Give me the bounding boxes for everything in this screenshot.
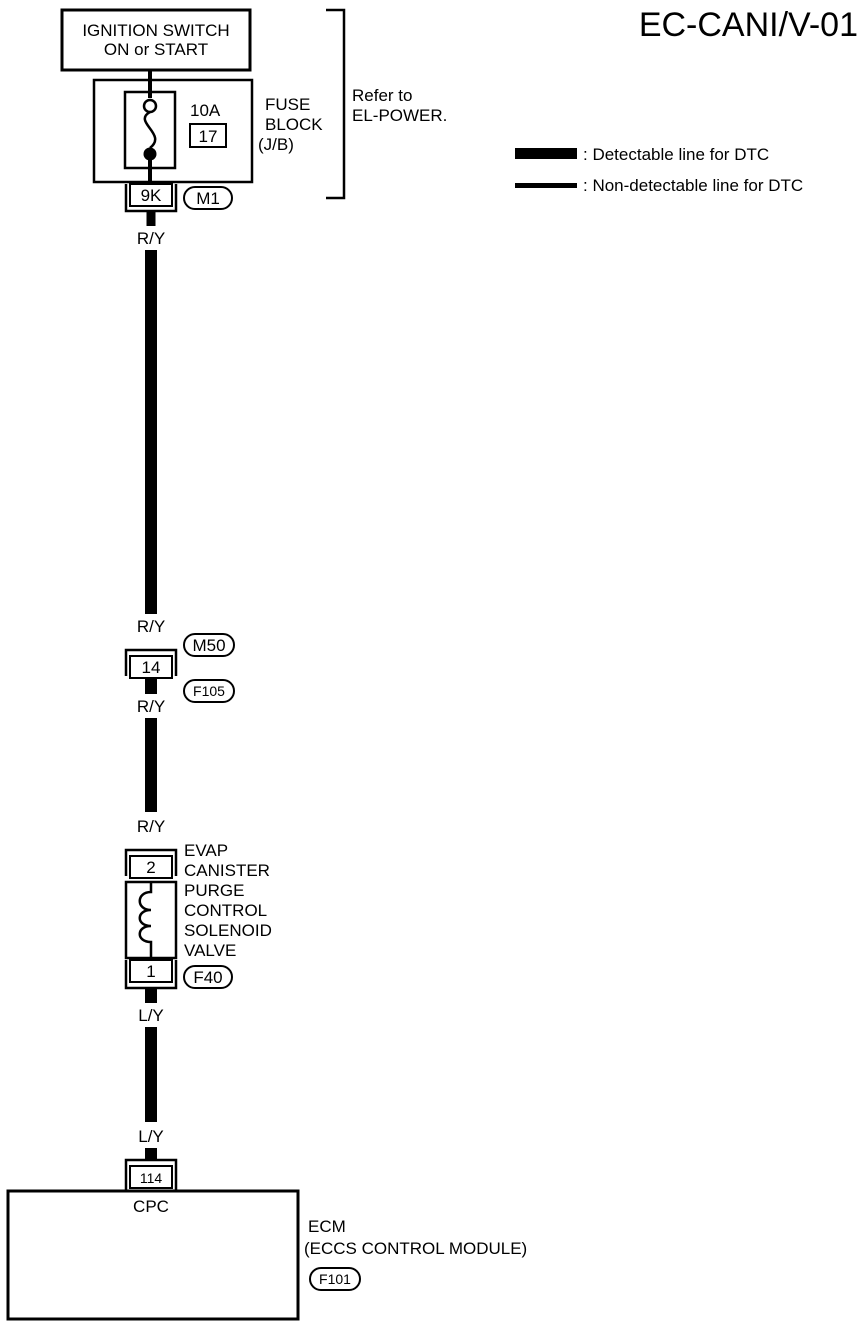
- wire-color-label-6: L/Y: [138, 1127, 164, 1146]
- fuse-block-line1: FUSE: [265, 95, 310, 114]
- wire-color-label-2: R/Y: [137, 617, 165, 636]
- ecm-pin-label: CPC: [133, 1197, 169, 1216]
- wire-color-label-4: R/Y: [137, 817, 165, 836]
- valve-name-line1: EVAP: [184, 841, 228, 860]
- wire-color-label-5: L/Y: [138, 1006, 164, 1025]
- valve-name-line2: CANISTER: [184, 861, 270, 880]
- ignition-switch-line2: ON or START: [104, 40, 208, 59]
- valve-name-line3: PURGE: [184, 881, 244, 900]
- valve-terminal-bottom: 1: [146, 962, 155, 981]
- connector-tag-m50: M50: [192, 636, 225, 655]
- fuse-element-icon: [143, 110, 157, 149]
- fuse-terminal-connector: 9K: [124, 183, 178, 213]
- valve-name-line6: VALVE: [184, 941, 236, 960]
- fuse-number: 17: [199, 127, 218, 146]
- legend-non-detectable-swatch: [515, 183, 577, 188]
- fuse-top-terminal-icon: [142, 98, 158, 114]
- ignition-switch-line1: IGNITION SWITCH: [82, 21, 229, 40]
- fuse-block-line3: (J/B): [258, 135, 294, 154]
- ecm-label-line2: (ECCS CONTROL MODULE): [304, 1239, 527, 1258]
- refer-line2: EL-POWER.: [352, 106, 447, 125]
- fuse-terminal-number: 9K: [141, 186, 162, 205]
- fuse-number-box: [189, 123, 227, 148]
- connector-tag-f101-outline: [309, 1267, 361, 1291]
- connector-tag-f40-outline: [183, 965, 233, 989]
- solenoid-coil-icon: [138, 882, 153, 958]
- diagram-title: EC-CANI/V-01: [639, 6, 858, 44]
- fuse-block: 10A 17: [92, 78, 254, 184]
- valve-name-line4: CONTROL: [184, 901, 267, 920]
- fuse-rating: 10A: [190, 101, 221, 120]
- connector-tag-f105-outline: [183, 679, 235, 703]
- solenoid-valve: 2 1: [124, 848, 178, 990]
- connector-tag-m1-outline: [183, 186, 233, 210]
- legend-non-detectable-text: : Non-detectable line for DTC: [583, 176, 803, 195]
- ecm-terminal-connector: 114: [124, 1158, 178, 1190]
- ecm-box: [6, 1189, 300, 1321]
- refer-line1: Refer to: [352, 86, 412, 105]
- wire-color-label-3: R/Y: [137, 697, 165, 716]
- wire-color-label-1: R/Y: [137, 229, 165, 248]
- connector-tag-m1: M1: [196, 189, 220, 208]
- fuse-bottom-terminal-icon: [143, 147, 157, 161]
- legend-detectable-text: : Detectable line for DTC: [583, 145, 769, 164]
- joint-connector-terminal: 14: [142, 658, 161, 677]
- refer-bracket: [326, 8, 346, 200]
- connector-tag-m50-outline: [183, 633, 235, 657]
- ignition-switch: IGNITION SWITCH ON or START: [60, 8, 252, 72]
- legend: : Detectable line for DTC : Non-detectab…: [515, 145, 803, 195]
- joint-connector: 14: [124, 648, 178, 679]
- valve-name-line5: SOLENOID: [184, 921, 272, 940]
- valve-terminal-top: 2: [146, 858, 155, 877]
- connector-tag-f40: F40: [193, 968, 222, 987]
- ecm-terminal-number: 114: [140, 1170, 163, 1186]
- ecm-label-line1: ECM: [308, 1217, 346, 1236]
- legend-detectable-swatch: [515, 148, 577, 159]
- fuse-block-line2: BLOCK: [265, 115, 323, 134]
- connector-tag-f101: F101: [319, 1271, 351, 1287]
- connector-tag-f105: F105: [193, 683, 225, 699]
